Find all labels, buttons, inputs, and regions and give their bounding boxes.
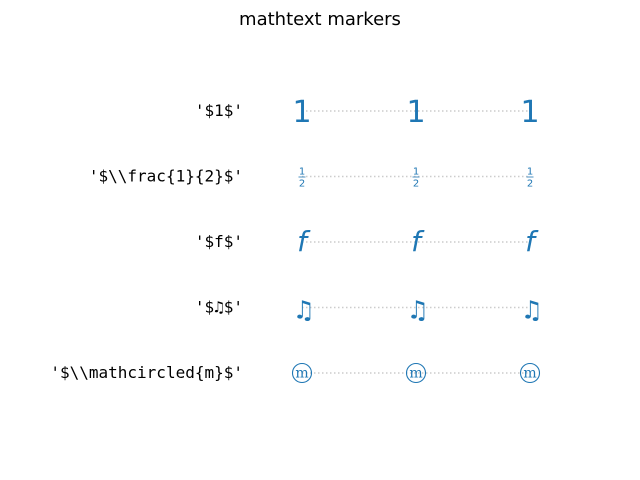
marker-glyph: f xyxy=(297,225,311,258)
music-note-icon: ♫ xyxy=(521,296,543,325)
fraction-numerator: 1 xyxy=(299,167,305,178)
fraction-denominator: 2 xyxy=(413,179,419,190)
circled-letter: m xyxy=(523,366,536,382)
marker-point: f xyxy=(297,225,311,258)
marker-glyph: f xyxy=(525,225,539,258)
fraction-denominator: 2 xyxy=(527,179,533,190)
row-label: '$\\frac{1}{2}$' xyxy=(89,167,243,186)
music-note-icon: ♫ xyxy=(407,296,429,325)
row-label: '$f$' xyxy=(195,232,243,251)
marker-point: 12 xyxy=(412,167,420,190)
marker-point: m xyxy=(519,362,541,384)
marker-point: 12 xyxy=(526,167,534,190)
marker-row: '$1$' 1 1 1 xyxy=(195,95,540,130)
marker-glyph: 1 xyxy=(292,95,311,130)
row-label: '$1$' xyxy=(195,101,243,120)
chart-title: mathtext markers xyxy=(239,9,401,30)
marker-point: ♫ xyxy=(407,296,429,325)
marker-row: '$\\mathcircled{m}$' m m m xyxy=(50,362,541,384)
marker-point: 1 xyxy=(406,95,425,130)
circle-ring xyxy=(291,362,313,384)
fraction-denominator: 2 xyxy=(299,179,305,190)
circled-letter: m xyxy=(409,366,422,382)
marker-point: ♫ xyxy=(521,296,543,325)
fraction-numerator: 1 xyxy=(527,167,533,178)
row-label: '$♫$' xyxy=(195,298,243,317)
marker-row: '$♫$' ♫ ♫ ♫ xyxy=(195,296,543,325)
row-label: '$\\mathcircled{m}$' xyxy=(50,363,243,382)
marker-glyph: 1 xyxy=(520,95,539,130)
circled-letter: m xyxy=(295,366,308,382)
marker-point: 1 xyxy=(520,95,539,130)
marker-point: 12 xyxy=(298,167,306,190)
circle-ring xyxy=(405,362,427,384)
marker-point: 1 xyxy=(292,95,311,130)
marker-glyph: 1 xyxy=(406,95,425,130)
marker-point: m xyxy=(405,362,427,384)
circle-ring xyxy=(519,362,541,384)
marker-point: f xyxy=(525,225,539,258)
marker-point: ♫ xyxy=(293,296,315,325)
fraction-numerator: 1 xyxy=(413,167,419,178)
music-note-icon: ♫ xyxy=(293,296,315,325)
marker-point: m xyxy=(291,362,313,384)
